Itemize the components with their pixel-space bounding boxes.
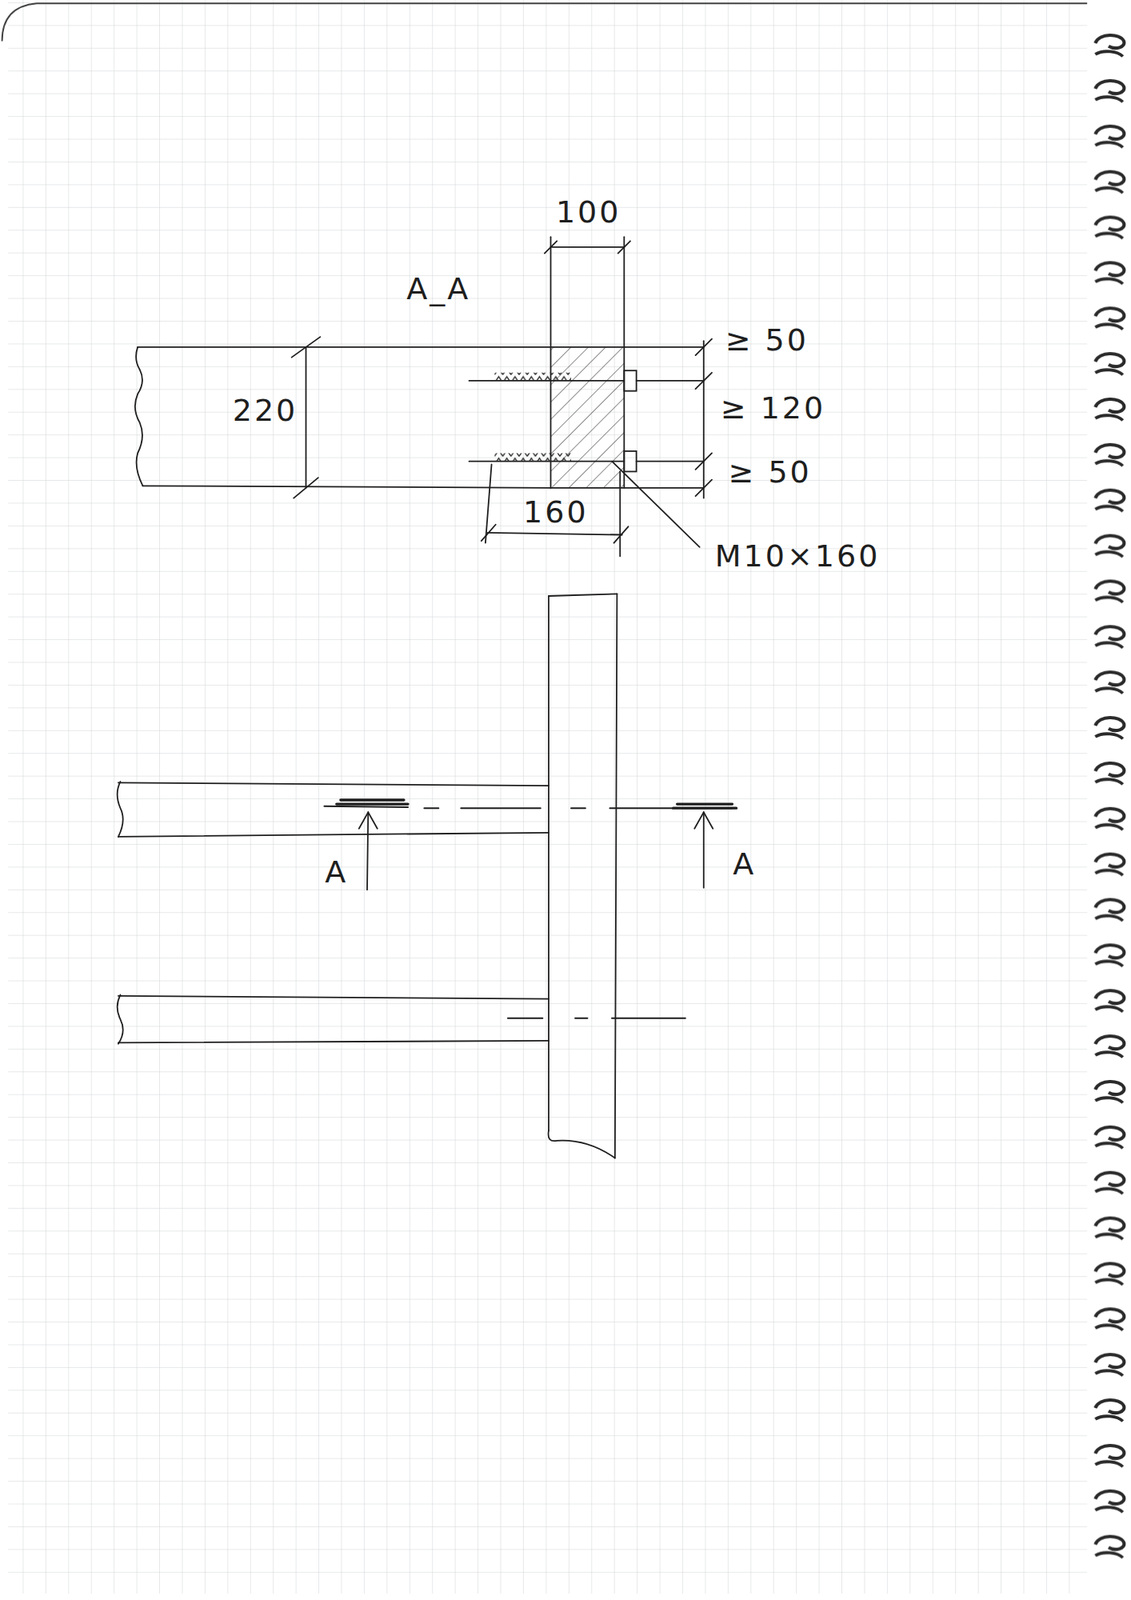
part-label: M10×160 <box>715 538 881 574</box>
dimension-label: ≥ 50 <box>728 454 812 490</box>
label-anchor: M10×160 <box>715 540 881 572</box>
grid <box>7 0 1088 1594</box>
plan-view <box>117 593 737 1158</box>
dimension-label: 160 <box>523 494 589 530</box>
label-anchor: 100 <box>555 196 622 228</box>
label-anchor: 160 <box>523 496 589 528</box>
dimension-label: 100 <box>555 194 622 230</box>
page-edge <box>2 3 1088 41</box>
dimension-label: ≥ 50 <box>725 322 809 358</box>
section-marker-label: A <box>324 854 348 890</box>
section-label: A_A <box>406 271 471 307</box>
label-anchor: ≥ 50 <box>728 456 812 488</box>
label-anchor: ≥ 50 <box>725 324 809 356</box>
spiral-binding <box>1087 28 1131 1569</box>
section-marker-label: A <box>732 846 756 882</box>
label-anchor: 220 <box>232 395 299 426</box>
dimension-label: 220 <box>232 392 299 428</box>
dimension-label: ≥ 120 <box>720 390 826 426</box>
label-anchor: A <box>732 848 756 880</box>
label-anchor: ≥ 120 <box>720 392 826 424</box>
label-anchor: A <box>324 856 348 888</box>
label-anchor: A_A <box>406 273 471 304</box>
section-a-a <box>135 236 712 556</box>
